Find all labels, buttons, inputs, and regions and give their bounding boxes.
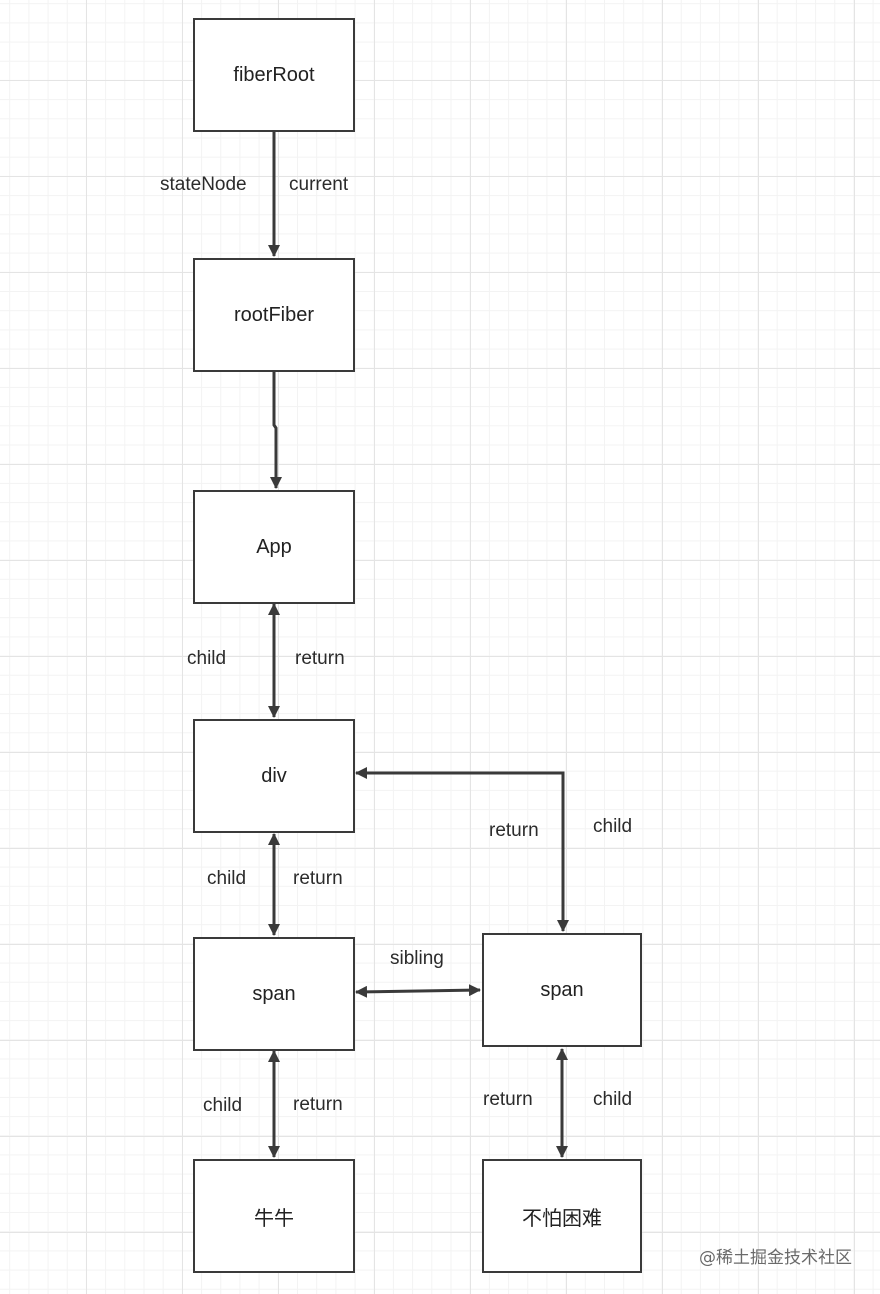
label-app-div-return: return: [295, 648, 345, 669]
label-div-span-return: return: [293, 868, 343, 889]
label-div-span2-child: child: [593, 816, 633, 837]
node-span-left: span: [193, 937, 355, 1051]
edge-div-span-right: [355, 767, 569, 932]
label-span-niuniu-child: child: [203, 1095, 243, 1116]
edge-span-sibling: [355, 984, 481, 998]
label-statenode: stateNode: [160, 174, 247, 195]
node-rootfiber: rootFiber: [193, 258, 355, 372]
label-div-span2-return: return: [489, 820, 539, 841]
label-div-span-child: child: [207, 868, 247, 889]
node-bupakunnan: 不怕困难: [482, 1159, 642, 1273]
label-span2-bupa-return: return: [483, 1089, 533, 1110]
label-current: current: [289, 174, 349, 195]
node-app: App: [193, 490, 355, 604]
edge-rootfiber-to-app: [270, 372, 282, 489]
label-span2-bupa-child: child: [593, 1089, 633, 1110]
watermark: @稀土掘金技术社区: [699, 1248, 852, 1268]
node-niuniu: 牛牛: [193, 1159, 355, 1273]
label-app-div-child: child: [187, 648, 227, 669]
node-fiberroot: fiberRoot: [193, 18, 355, 132]
node-span-right: span: [482, 933, 642, 1047]
label-sibling: sibling: [390, 948, 444, 969]
label-span-niuniu-return: return: [293, 1094, 343, 1115]
node-div: div: [193, 719, 355, 833]
